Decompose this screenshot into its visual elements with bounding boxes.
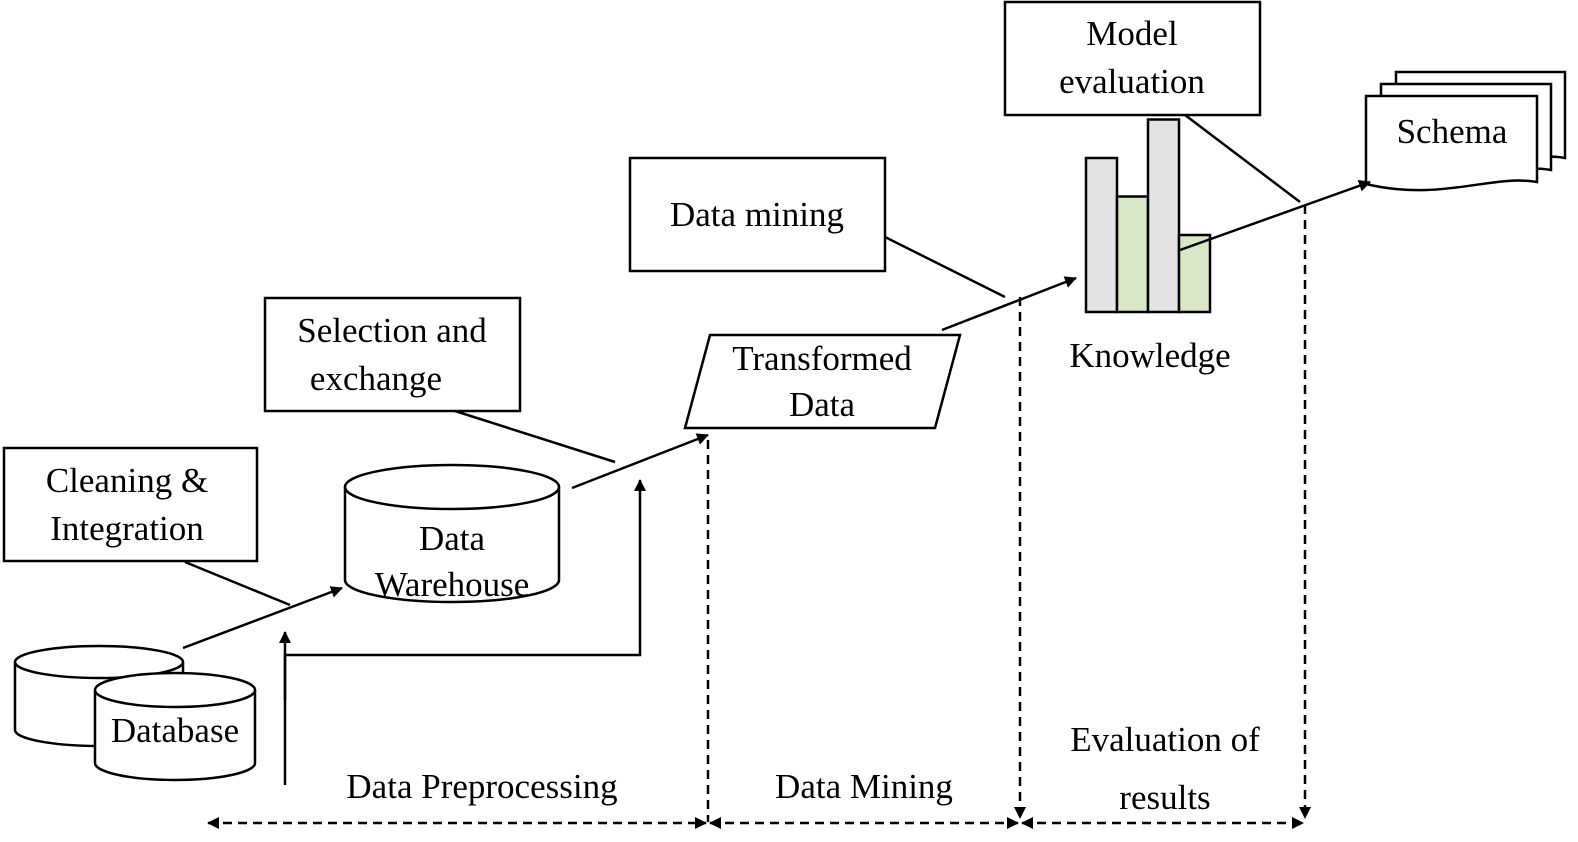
data-warehouse-label-line1: Data [419,519,486,558]
model-evaluation-label-line1: Model [1086,14,1178,53]
flow-arrow-warehouse-to-transformed [571,433,709,490]
knowledge-bar-1 [1084,156,1119,314]
schema-label: Schema [1397,112,1508,151]
data-warehouse-label-line2: Warehouse [375,565,530,604]
flow-arrow-bypass [283,479,646,785]
phase-label-preprocessing: Data Preprocessing [346,767,617,806]
model-evaluation-connector [1184,114,1301,203]
transformed-data-label-line2: Data [789,385,856,424]
cleaning-label-line1: Cleaning & [46,461,208,500]
model-evaluation-label-line2: evaluation [1059,62,1205,101]
selection-label-line2: exchange [310,359,442,398]
knowledge-bar-2 [1115,195,1150,314]
data-mining-step-label: Data mining [670,195,844,234]
knowledge-bar-3 [1146,118,1181,314]
phase-label-mining: Data Mining [775,767,953,806]
phase-label-evaluation-line1: Evaluation of [1070,720,1260,759]
flow-arrow-database-to-warehouse [182,586,343,650]
selection-label-line1: Selection and [297,311,487,350]
transformed-data-label-line1: Transformed [732,339,912,378]
cleaning-integration-box: Cleaning & Integration [2,446,259,563]
database-label: Database [111,711,239,750]
schema-documents-icon: Schema [1364,70,1567,192]
data-warehouse-cylinder: Data Warehouse [343,463,561,604]
phase-label-evaluation-line2: results [1119,778,1210,817]
transformed-data-shape: Transformed Data [683,333,962,430]
flow-arrow-knowledge-to-schema [1179,180,1371,252]
cleaning-label-line2: Integration [50,509,204,548]
model-evaluation-box: Model evaluation [1003,0,1262,117]
selection-connector [454,409,616,464]
knowledge-label: Knowledge [1069,336,1230,375]
database-cylinder: Database [13,644,257,782]
knowledge-chart-icon [1084,118,1212,314]
knowledge-bar-4 [1177,233,1212,314]
cleaning-connector [184,560,291,607]
data-mining-connector [884,235,1006,299]
selection-exchange-box: Selection and exchange [263,296,522,413]
flow-arrow-transformed-to-knowledge [941,276,1077,332]
data-mining-step-box: Data mining [628,156,887,273]
